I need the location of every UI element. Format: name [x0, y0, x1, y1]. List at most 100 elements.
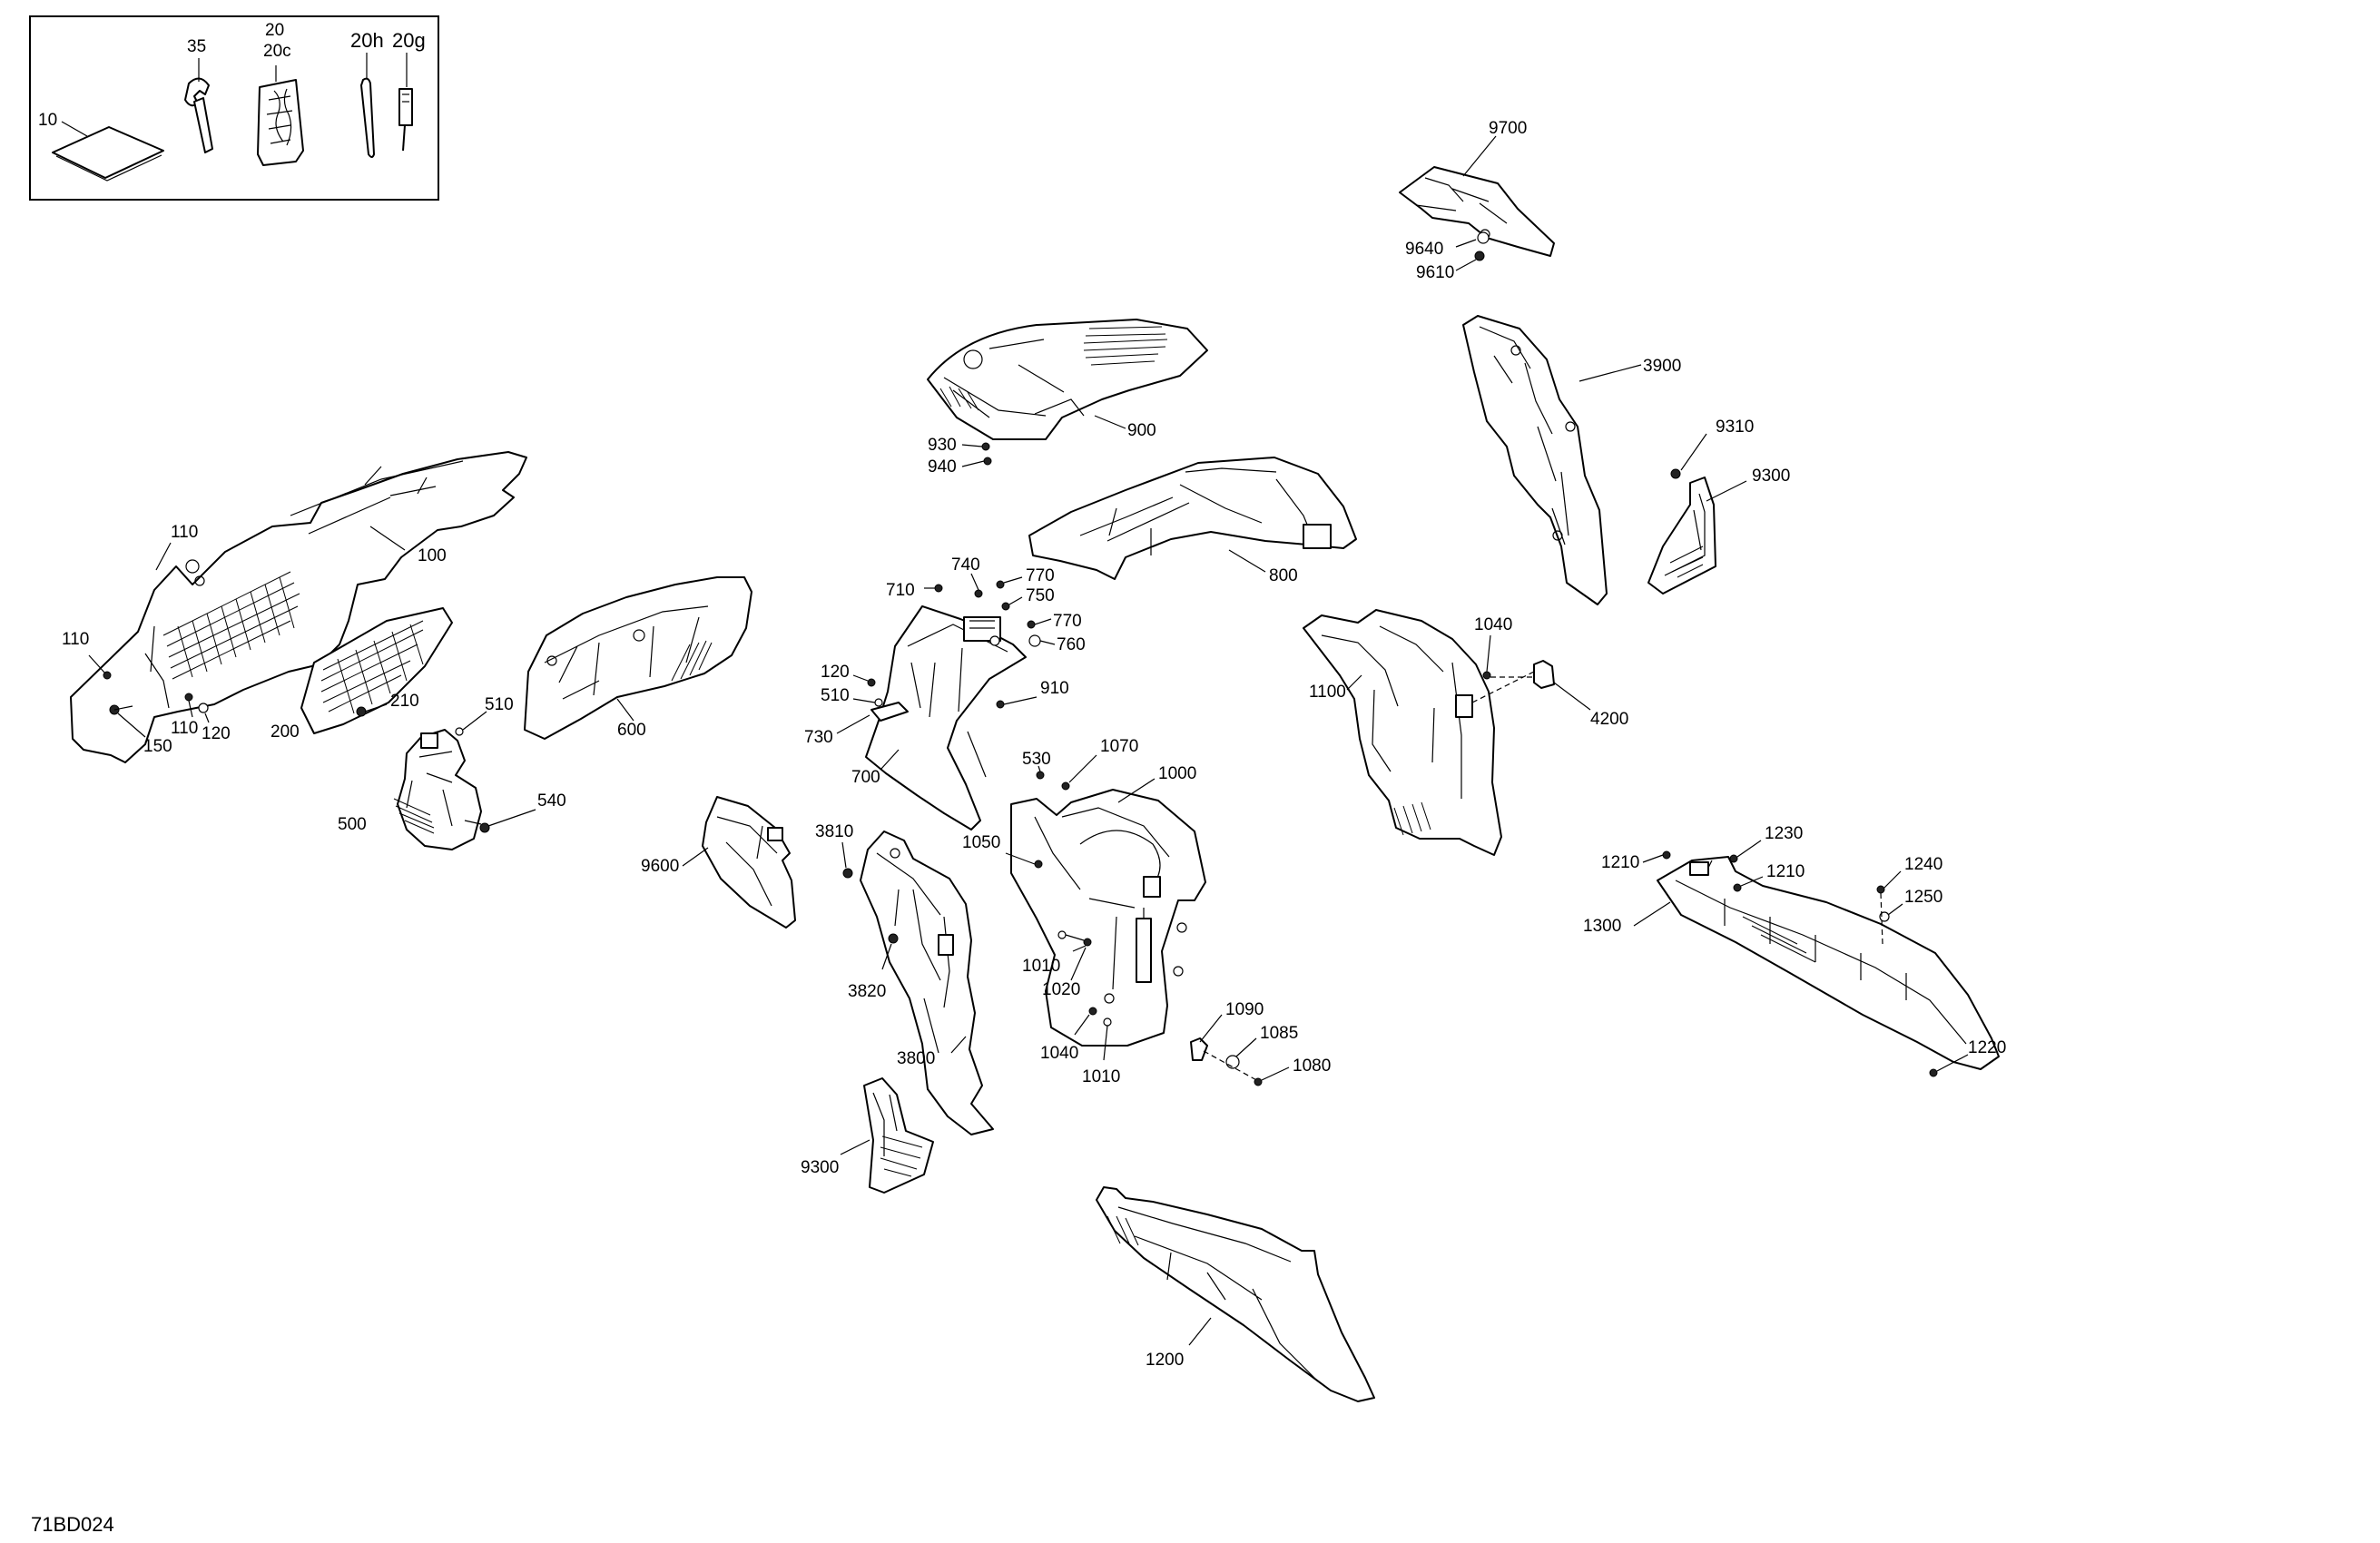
- part-35-wrench[interactable]: [184, 77, 213, 153]
- label-740: 740: [951, 555, 980, 575]
- part-200-front-grille[interactable]: [300, 607, 453, 734]
- fastener-710[interactable]: [924, 584, 943, 593]
- fastener-120-dash[interactable]: [867, 678, 876, 687]
- fastener-3810[interactable]: [842, 868, 853, 879]
- label-1090: 1090: [1225, 1000, 1264, 1019]
- fastener-9610[interactable]: [1474, 251, 1485, 261]
- fastener-1010-lower[interactable]: [1103, 1017, 1112, 1027]
- label-510-left: 510: [485, 695, 514, 714]
- label-1200: 1200: [1146, 1351, 1184, 1370]
- fastener-510-dash[interactable]: [874, 698, 883, 707]
- label-1210-right: 1210: [1766, 862, 1805, 881]
- label-150: 150: [143, 737, 172, 756]
- fastener-510-left[interactable]: [455, 727, 464, 736]
- label-1010-upper: 1010: [1022, 957, 1060, 976]
- part-9300-mudguard-left[interactable]: [863, 1077, 934, 1194]
- part-1300-rear-panel[interactable]: [1657, 856, 2000, 1070]
- part-500-headlight-assembly[interactable]: [393, 729, 482, 850]
- label-1220: 1220: [1968, 1038, 2006, 1057]
- part-9300-mudguard-right[interactable]: [1647, 477, 1716, 595]
- fastener-1010-upper[interactable]: [1057, 930, 1067, 939]
- fastener-1085[interactable]: [1225, 1055, 1240, 1069]
- fastener-110-lower[interactable]: [184, 693, 193, 702]
- fastener-1050[interactable]: [1034, 860, 1043, 869]
- fastener-1020[interactable]: [1083, 938, 1092, 947]
- part-20g-screwdriver[interactable]: [398, 88, 413, 152]
- fastener-760[interactable]: [1028, 634, 1041, 647]
- fastener-1080[interactable]: [1254, 1077, 1263, 1086]
- label-930: 930: [928, 436, 957, 455]
- part-3800-side-panel[interactable]: [860, 830, 994, 1135]
- part-3900-side-panel[interactable]: [1462, 315, 1608, 605]
- part-20h-tool-rod[interactable]: [360, 77, 375, 158]
- part-4200-clip[interactable]: [1533, 660, 1555, 689]
- part-9600-guard[interactable]: [702, 796, 796, 929]
- fastener-530[interactable]: [1036, 771, 1045, 780]
- label-3900: 3900: [1643, 357, 1681, 376]
- label-110-left: 110: [62, 630, 89, 649]
- label-1210-left: 1210: [1601, 853, 1639, 872]
- fastener-1040-front[interactable]: [1088, 1007, 1097, 1016]
- part-1090-clip[interactable]: [1190, 1037, 1208, 1061]
- part-730-bracket[interactable]: [870, 702, 909, 722]
- part-700-dashboard-side[interactable]: [865, 605, 1027, 830]
- label-9300-right: 9300: [1752, 467, 1790, 486]
- fastener-150[interactable]: [109, 704, 133, 715]
- label-700: 700: [851, 768, 880, 787]
- label-35: 35: [187, 37, 206, 56]
- label-600: 600: [617, 721, 646, 740]
- label-3800: 3800: [897, 1049, 935, 1068]
- fastener-940[interactable]: [983, 457, 992, 466]
- fastener-210[interactable]: [356, 706, 367, 717]
- part-1000-side-panel[interactable]: [1010, 789, 1206, 1047]
- label-9640: 9640: [1405, 240, 1443, 259]
- label-120-dash: 120: [821, 663, 850, 682]
- fastener-1040-rear[interactable]: [1482, 671, 1491, 680]
- fastener-770-lower[interactable]: [1027, 620, 1036, 629]
- fastener-120-front[interactable]: [198, 703, 209, 713]
- part-1200-rocker-panel[interactable]: [1096, 1186, 1375, 1402]
- label-540: 540: [537, 791, 566, 811]
- label-1085: 1085: [1260, 1024, 1298, 1043]
- label-20c: 20c: [263, 42, 291, 61]
- fastener-3820[interactable]: [888, 933, 899, 944]
- fastener-740[interactable]: [974, 589, 983, 598]
- fastener-750[interactable]: [1001, 602, 1010, 611]
- fastener-1070[interactable]: [1061, 781, 1070, 791]
- fastener-910[interactable]: [996, 700, 1005, 709]
- label-730: 730: [804, 728, 833, 747]
- label-9600: 9600: [641, 857, 679, 876]
- fastener-1230[interactable]: [1729, 854, 1738, 863]
- label-3810: 3810: [815, 822, 853, 841]
- fastener-1240[interactable]: [1876, 885, 1885, 894]
- label-20h: 20h: [350, 29, 384, 52]
- label-20g: 20g: [392, 29, 426, 52]
- part-800-cowl[interactable]: [1028, 457, 1357, 580]
- part-100-front-bumper-frame[interactable]: [70, 451, 527, 763]
- fastener-770-upper[interactable]: [996, 580, 1005, 589]
- fastener-1210-right[interactable]: [1733, 883, 1742, 892]
- tool-kit-box: 10 35 20 20c 20h 20g: [29, 15, 439, 201]
- part-600-front-inner-panel[interactable]: [524, 576, 752, 740]
- label-500: 500: [338, 815, 367, 834]
- label-9310: 9310: [1716, 418, 1754, 437]
- fastener-1210-left[interactable]: [1662, 850, 1671, 860]
- label-9610: 9610: [1416, 263, 1454, 282]
- fastener-1250[interactable]: [1879, 911, 1890, 922]
- fastener-540[interactable]: [479, 822, 490, 833]
- label-900: 900: [1127, 421, 1156, 440]
- label-110-upper: 110: [171, 523, 198, 542]
- label-9300-left: 9300: [801, 1158, 839, 1177]
- part-1100-rear-side-panel[interactable]: [1303, 609, 1502, 856]
- label-530: 530: [1022, 750, 1051, 769]
- part-20-tool-bag[interactable]: [257, 79, 304, 166]
- fastener-9640[interactable]: [1477, 231, 1490, 244]
- fastener-9310[interactable]: [1670, 468, 1681, 479]
- label-1040-rear: 1040: [1474, 615, 1512, 634]
- fastener-930[interactable]: [981, 442, 990, 451]
- part-10-owner-manual[interactable]: [52, 126, 164, 182]
- label-510-dash: 510: [821, 686, 850, 705]
- fastener-1220[interactable]: [1929, 1068, 1938, 1077]
- part-900-console-cover[interactable]: [927, 319, 1208, 440]
- label-1070: 1070: [1100, 737, 1138, 756]
